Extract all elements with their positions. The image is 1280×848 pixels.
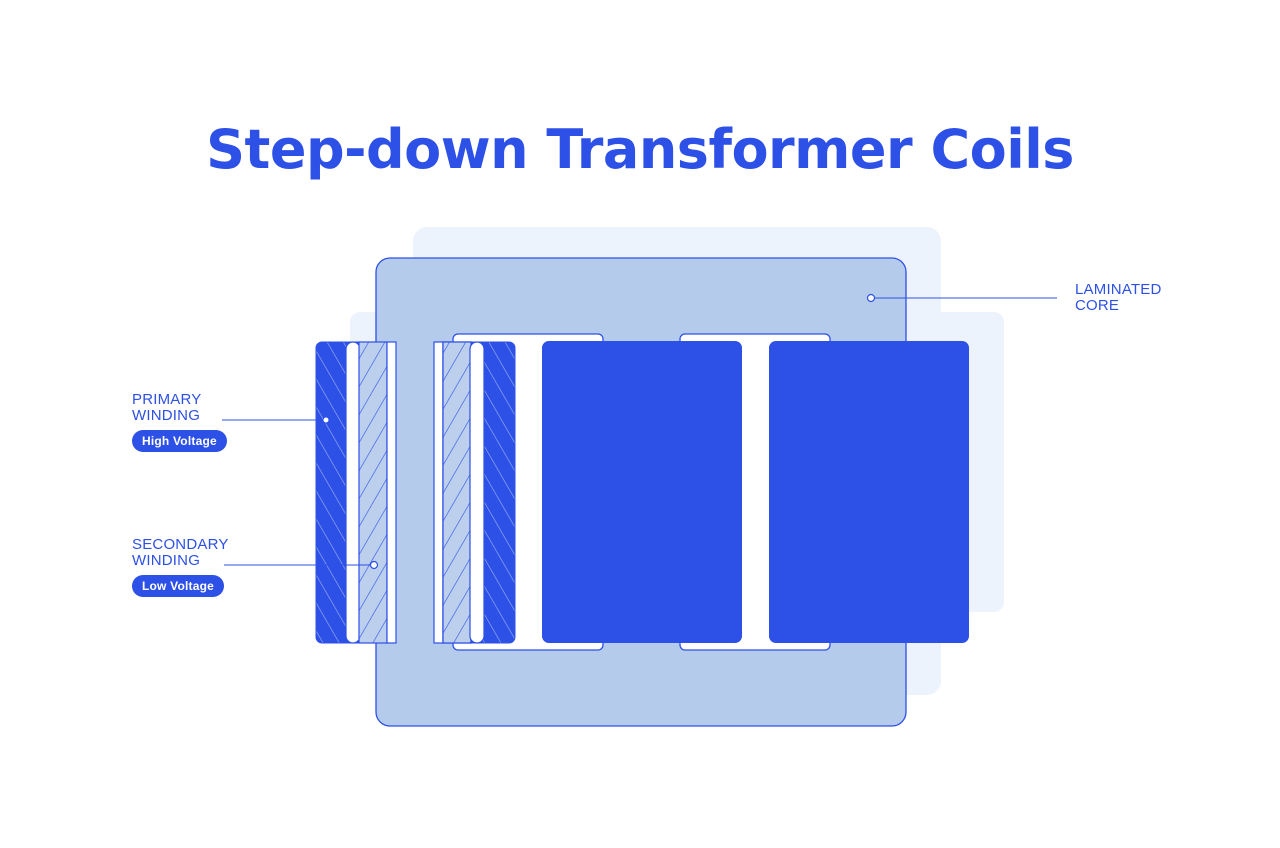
- primary-label-line2: WINDING: [132, 407, 201, 424]
- primary-label: PRIMARY WINDING High Voltage: [132, 392, 227, 452]
- page-title: Step-down Transformer Coils: [206, 118, 1074, 181]
- coil-block-center: [542, 341, 742, 643]
- coil-block-right: [769, 341, 969, 643]
- bobbin-right: [433, 341, 444, 644]
- secondary-leader-dot: [369, 560, 379, 570]
- secondary-label-line2: WINDING: [132, 552, 201, 569]
- core-leader-dot: [866, 293, 876, 303]
- secondary-winding-left: [358, 341, 388, 644]
- winding-insulation-right: [469, 341, 485, 644]
- winding-insulation-left: [345, 341, 361, 644]
- secondary-label-line1: SECONDARY: [132, 536, 229, 553]
- high-voltage-badge: High Voltage: [132, 430, 227, 452]
- core-label: LAMINATED CORE: [1075, 282, 1162, 314]
- primary-label-line1: PRIMARY: [132, 391, 202, 408]
- bobbin-left: [386, 341, 397, 644]
- core-label-line2: CORE: [1075, 297, 1120, 314]
- secondary-label: SECONDARY WINDING Low Voltage: [132, 537, 229, 597]
- low-voltage-badge: Low Voltage: [132, 575, 224, 597]
- core-label-line1: LAMINATED: [1075, 281, 1162, 298]
- primary-leader-dot: [322, 416, 330, 424]
- secondary-winding-right-front: [442, 341, 472, 644]
